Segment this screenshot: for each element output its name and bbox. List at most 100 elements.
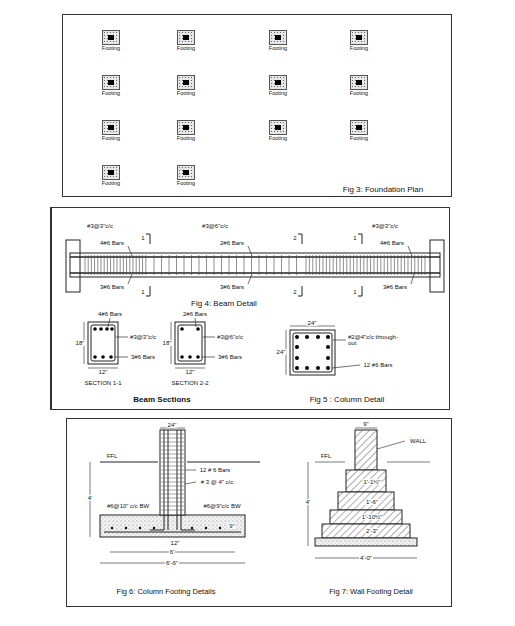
footing-square: [102, 165, 120, 180]
drawing-stroke: [161, 478, 184, 479]
drawing-stroke: [305, 335, 309, 339]
drawing-stroke: [421, 255, 422, 275]
drawing-stroke: [161, 462, 184, 463]
footing-square: [350, 120, 368, 135]
column-footing: [90, 428, 260, 563]
leader-lines: [108, 246, 414, 368]
figure-caption: Beam Sections: [133, 395, 190, 404]
drawing-stroke: [322, 524, 410, 538]
footing-label: Footing: [102, 91, 120, 97]
drawing-stroke: [323, 255, 324, 275]
drawing-stroke: [340, 255, 341, 275]
footing-label: Footing: [269, 136, 287, 142]
drawing-stroke: [358, 234, 362, 235]
drawing-stroke: [298, 234, 302, 235]
drawing-stroke: [93, 327, 97, 331]
drawing-stroke: [350, 255, 351, 275]
drawing-annotation: 1: [140, 235, 145, 241]
footing-square: [177, 120, 195, 135]
drawing-annotation: #3@3"c/c: [86, 223, 114, 229]
drawing-stroke: [377, 255, 378, 275]
drawing-stroke: [319, 255, 320, 275]
drawing-annotation: 2#6 Bars: [182, 311, 208, 317]
drawing-annotation: 24": [167, 422, 178, 428]
drawing-stroke: [326, 345, 330, 349]
drawing-annotation: SECTION 1-1: [83, 380, 122, 386]
drawing-stroke: [411, 274, 414, 284]
column-stub: [356, 125, 362, 130]
drawing-stroke: [128, 246, 132, 256]
drawing-stroke: [104, 531, 241, 532]
drawing-stroke: [191, 527, 193, 529]
drawing-stroke: [315, 462, 345, 463]
drawing-stroke: [219, 527, 221, 529]
drawing-stroke: [312, 255, 313, 275]
footing-label: Footing: [177, 181, 195, 187]
drawing-stroke: [125, 527, 127, 529]
drawing-stroke: [161, 466, 184, 467]
footing-square: [177, 75, 195, 90]
column-stub: [356, 80, 362, 85]
drawing-stroke: [97, 255, 98, 275]
column-stub: [183, 80, 189, 85]
drawing-stroke: [161, 255, 162, 275]
drawing-stroke: [169, 255, 170, 275]
footing-pad: Footing: [347, 120, 371, 142]
drawing-stroke: [133, 255, 134, 275]
drawing-annotation: 18": [75, 340, 86, 346]
drawing-stroke: [154, 255, 155, 275]
footing-label: Footing: [350, 136, 368, 142]
drawing-panel: Fig 3: Foundation PlanFootingFootingFoot…: [62, 14, 452, 197]
drawing-stroke: [150, 286, 151, 296]
drawing-stroke: [107, 255, 108, 275]
footing-square: [269, 75, 287, 90]
drawing-stroke: [94, 255, 95, 275]
footing-square: [102, 30, 120, 45]
figure-caption: Fig 6: Column Footing Details: [117, 587, 216, 596]
column-stub: [183, 170, 189, 175]
footing-label: Footing: [102, 136, 120, 142]
drawing-stroke: [309, 255, 310, 275]
footing-square: [350, 75, 368, 90]
drawing-stroke: [414, 255, 415, 275]
drawing-stroke: [191, 255, 192, 275]
drawing-annotation: 24": [276, 349, 287, 355]
drawing-stroke: [187, 462, 260, 463]
footing-label: Footing: [350, 46, 368, 52]
drawing-stroke: [289, 255, 290, 275]
drawing-annotation: 9": [362, 421, 369, 427]
figure-caption: Fig 7: Wall Footing Detail: [329, 587, 413, 596]
drawing-annotation: #3@3"c/c: [129, 334, 157, 340]
drawing-stroke: [355, 430, 377, 470]
drawing-stroke: [248, 246, 252, 256]
footing-square: [177, 30, 195, 45]
drawing-stroke: [180, 355, 184, 359]
footing-label: Footing: [177, 136, 195, 142]
column-section: [286, 326, 335, 375]
drawing-stroke: [168, 430, 169, 530]
footing-pad: Footing: [99, 75, 123, 97]
footing-label: Footing: [102, 181, 120, 187]
column-stub: [108, 170, 114, 175]
drawing-stroke: [161, 498, 184, 499]
drawing-stroke: [184, 255, 185, 275]
drawing-annotation: #3@3"c/c: [371, 223, 399, 229]
drawing-stroke: [338, 492, 394, 510]
drawing-stroke: [181, 530, 195, 531]
drawing-stroke: [281, 255, 282, 275]
footing-pad: Footing: [266, 120, 290, 142]
drawing-annotation: 12": [98, 369, 109, 375]
drawing-stroke: [298, 296, 302, 297]
drawing-annotation: 1: [140, 289, 145, 295]
drawing-stroke: [374, 255, 375, 275]
drawing-stroke: [202, 357, 215, 358]
drawing-panel: Fig 6: Column Footing Details Fig 7: Wall…: [66, 418, 452, 607]
footing-label: Footing: [102, 46, 120, 52]
drawing-stroke: [329, 255, 330, 275]
footing-label: Footing: [350, 91, 368, 97]
drawing-annotation: 2: [292, 289, 297, 295]
drawing-stroke: [185, 482, 196, 484]
drawing-stroke: [266, 255, 267, 275]
drawing-annotation: 4#6 Bars: [379, 240, 405, 246]
